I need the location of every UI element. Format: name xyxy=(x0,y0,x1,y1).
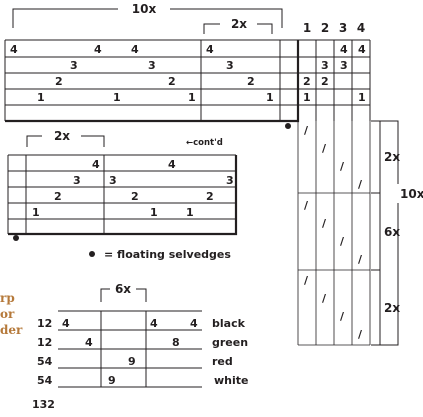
grid-cell: 2 xyxy=(206,190,214,203)
legend-text: = floating selvedges xyxy=(104,248,231,261)
top-threading-grid: 10x 2x 1 2 3 4 4 4 4 4 4 4 3 3 xyxy=(4,2,371,129)
grid-cell: 1 xyxy=(150,206,158,219)
grid-cell: 1 xyxy=(37,91,45,104)
color-label-green: green xyxy=(212,336,248,349)
grid-cell: 4 xyxy=(10,43,18,56)
grid-cell: 2 xyxy=(55,75,63,88)
grid-cell: 3 xyxy=(226,174,234,187)
side-text-line: or xyxy=(0,307,15,321)
grid-cell: 1 xyxy=(188,91,196,104)
color-label-black: black xyxy=(212,317,246,330)
grid-cell: 4 xyxy=(358,43,366,56)
warp-cell: 8 xyxy=(172,336,180,349)
grid-cell: 1 xyxy=(113,91,121,104)
side-text-line: der xyxy=(0,323,23,337)
grid-cell: 3 xyxy=(109,174,117,187)
treadle-mark: / xyxy=(340,310,345,323)
treadle-mark: / xyxy=(304,124,309,137)
treadle-mark: / xyxy=(340,160,345,173)
warp-cell: 4 xyxy=(190,317,198,330)
treadle-mark: / xyxy=(322,292,327,305)
repeat-6x-label: 6x xyxy=(384,225,400,239)
grid-cell: 4 xyxy=(340,43,348,56)
color-label-white: white xyxy=(214,374,248,387)
grid-cell: 3 xyxy=(70,59,78,72)
grid-cell: 2 xyxy=(131,190,139,203)
warp-cell: 9 xyxy=(128,355,136,368)
grid-cell: 3 xyxy=(226,59,234,72)
treadling-column: / / / / / / / / / / / / 2x 10x 6x 2x xyxy=(297,120,423,346)
side-text-line: rp xyxy=(0,291,15,305)
floating-selvedge-dot xyxy=(13,235,19,241)
grid-cell: 2 xyxy=(321,75,329,88)
legend-dot-icon xyxy=(89,251,95,257)
grid-cell: 1 xyxy=(32,206,40,219)
grid-cell: 4 xyxy=(94,43,102,56)
floating-selvedge-dot xyxy=(285,123,291,129)
repeat-10x-label: 10x xyxy=(400,187,423,201)
treadle-mark: / xyxy=(358,328,363,341)
column-number-1: 1 xyxy=(303,21,311,35)
grid-cell: 1 xyxy=(303,91,311,104)
grid-cell: 3 xyxy=(73,174,81,187)
grid-cell: 3 xyxy=(148,59,156,72)
warp-color-table: 6x 12 12 54 54 132 4 4 4 4 8 9 9 black g… xyxy=(32,282,248,411)
column-number-4: 4 xyxy=(357,21,365,35)
treadle-mark: / xyxy=(358,178,363,191)
column-number-3: 3 xyxy=(339,21,347,35)
grid-cell: 2 xyxy=(247,75,255,88)
second-threading-grid: 2x ←cont'd 4 4 3 3 3 2 2 2 1 1 1 = float… xyxy=(7,129,238,261)
treadle-mark: / xyxy=(322,217,327,230)
continued-label: ←cont'd xyxy=(186,138,223,148)
bracket-2x-label: 2x xyxy=(231,17,247,31)
grid-cell: 1 xyxy=(358,91,366,104)
treadle-mark: / xyxy=(358,253,363,266)
warp-total: 132 xyxy=(32,398,55,411)
warp-cell: 4 xyxy=(85,336,93,349)
warp-count: 12 xyxy=(37,317,52,330)
warp-count: 54 xyxy=(37,355,53,368)
bracket-10x-label: 10x xyxy=(132,2,157,16)
grid-cell: 4 xyxy=(92,158,100,171)
grid-cell: 1 xyxy=(186,206,194,219)
treadle-mark: / xyxy=(304,199,309,212)
column-number-2: 2 xyxy=(321,21,329,35)
treadle-mark: / xyxy=(304,274,309,287)
grid-cell: 4 xyxy=(206,43,214,56)
treadle-mark: / xyxy=(340,235,345,248)
grid-cell: 4 xyxy=(131,43,139,56)
warp-count: 12 xyxy=(37,336,52,349)
warp-count: 54 xyxy=(37,374,53,387)
bracket-6x-label: 6x xyxy=(115,282,131,296)
warp-cell: 9 xyxy=(108,374,116,387)
grid-cell: 4 xyxy=(168,158,176,171)
repeat-2x-label: 2x xyxy=(384,150,400,164)
grid-cell: 2 xyxy=(168,75,176,88)
treadle-mark: / xyxy=(322,142,327,155)
repeat-2x-label: 2x xyxy=(384,301,400,315)
grid-cell: 2 xyxy=(303,75,311,88)
grid-cell: 3 xyxy=(321,59,329,72)
color-label-red: red xyxy=(212,355,233,368)
grid-cell: 3 xyxy=(340,59,348,72)
grid-cell: 2 xyxy=(54,190,62,203)
warp-cell: 4 xyxy=(150,317,158,330)
grid-cell: 1 xyxy=(266,91,274,104)
bracket-2x-label: 2x xyxy=(54,129,70,143)
warp-cell: 4 xyxy=(62,317,70,330)
side-text-block: rp or der xyxy=(0,291,23,337)
